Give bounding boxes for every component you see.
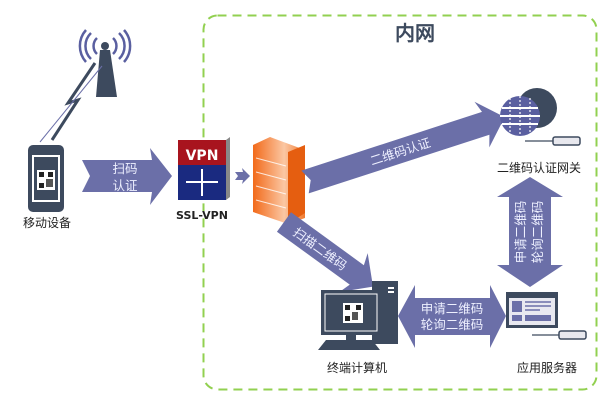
server-label: 应用服务器 (517, 360, 577, 375)
firewall-icon (253, 137, 305, 224)
vpn-badge: VPN (186, 148, 219, 164)
mobile-label: 移动设备 (23, 216, 71, 230)
scan-auth-line1: 扫码 (112, 161, 137, 176)
zone-title: 内网 (395, 21, 435, 45)
gateway-server-line1: 申请二维码 (513, 201, 528, 264)
desktop-computer-icon (318, 281, 398, 350)
gateway-server-arrow: 申请二维码 轮询二维码 (497, 177, 563, 287)
scan-auth-line2: 认证 (112, 178, 138, 193)
intranet-zone (202, 14, 598, 391)
terminal-server-arrow: 申请二维码 轮询二维码 (398, 285, 506, 348)
app-server-icon (506, 292, 587, 340)
vpn-router-icon: VPN (178, 137, 230, 200)
cell-tower-icon (39, 29, 132, 143)
scan-auth-arrow: 扫码 认证 (82, 148, 172, 205)
qr-auth-arrow: 二维码认证 (301, 101, 505, 194)
terminal-server-line2: 轮询二维码 (421, 317, 484, 332)
vpn-firewall-arrow (235, 168, 250, 184)
smartphone-qr-icon (28, 145, 64, 212)
vpn-label: SSL-VPN (176, 209, 228, 222)
terminal-label: 终端计算机 (327, 360, 387, 375)
globe-gateway-icon (500, 88, 581, 146)
terminal-server-line1: 申请二维码 (421, 301, 484, 316)
gateway-server-line2: 轮询二维码 (530, 201, 545, 264)
gateway-label: 二维码认证网关 (497, 161, 581, 175)
